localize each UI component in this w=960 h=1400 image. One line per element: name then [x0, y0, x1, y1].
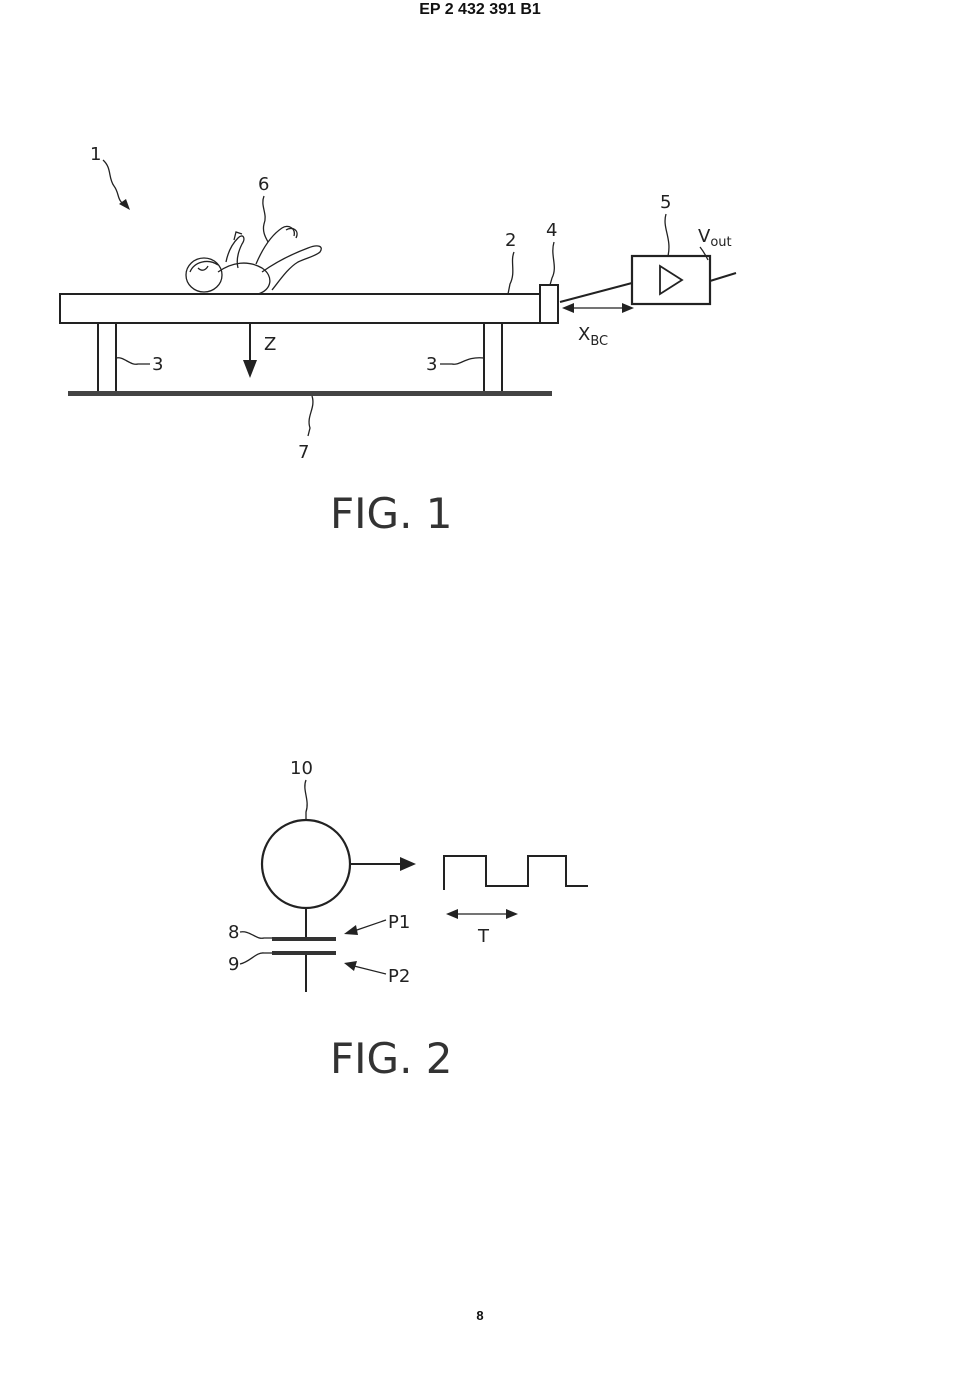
figure-2: 10 T 8 9 P1 P2 FIG. 2	[228, 758, 588, 1083]
label-plate-bottom: 9	[228, 954, 239, 975]
figure-1: 1 6 2 4 5 Vout	[59, 144, 737, 538]
mattress	[59, 293, 541, 324]
label-floor: 7	[298, 442, 309, 463]
support-right	[483, 322, 503, 394]
figure-1-caption: FIG. 1	[330, 489, 453, 538]
infant-figure	[185, 225, 322, 295]
support-left-pointer	[115, 357, 150, 365]
sensor-pointer	[549, 241, 555, 286]
system-pointer	[102, 159, 127, 207]
oscillator-circle	[260, 818, 352, 910]
figure-2-caption: FIG. 2	[330, 1034, 453, 1083]
period-arrow-head-left	[446, 909, 458, 919]
amplifier-output-wire	[709, 272, 737, 282]
page-number: 8	[476, 1308, 484, 1323]
floor-pointer	[307, 395, 314, 437]
label-system: 1	[90, 144, 101, 165]
document-number: EP 2 432 391 B1	[419, 1, 541, 18]
mattress-pointer	[507, 251, 515, 295]
infant-pointer	[262, 195, 269, 243]
p2-pointer	[353, 965, 387, 975]
label-plate-top: 8	[228, 922, 239, 943]
sensor-block	[539, 284, 559, 324]
plate-top-pointer	[239, 931, 272, 939]
oscillator-pointer	[304, 779, 308, 820]
period-arrow-head-right	[506, 909, 518, 919]
p1-arrowhead	[344, 925, 358, 935]
label-support-right: 3	[426, 354, 437, 375]
distance-arrow-head-right	[622, 303, 634, 313]
label-sensor: 4	[546, 220, 557, 241]
amplifier-pointer	[664, 213, 670, 257]
plate-bottom-pointer	[239, 952, 272, 965]
p2-arrowhead	[344, 961, 357, 971]
sensor-wire	[559, 282, 633, 303]
capacitor-plate-bottom	[272, 951, 336, 955]
label-amplifier: 5	[660, 192, 671, 213]
p1-pointer	[353, 919, 387, 932]
label-distance: XBC	[578, 324, 608, 349]
label-p1: P1	[388, 912, 410, 933]
amplifier-triangle-icon	[659, 264, 684, 296]
capacitor-plate-top	[272, 937, 336, 941]
label-p2: P2	[388, 966, 410, 987]
floor	[68, 391, 552, 396]
support-left	[97, 322, 117, 394]
z-axis-arrowhead	[243, 360, 257, 378]
system-pointer-head	[119, 199, 130, 210]
distance-arrow-head-left	[562, 303, 574, 313]
output-pointer	[699, 246, 709, 261]
support-right-pointer	[440, 357, 485, 365]
label-support-left: 3	[152, 354, 163, 375]
label-oscillator: 10	[290, 758, 313, 779]
label-mattress: 2	[505, 230, 516, 251]
oscillator-output-arrowhead	[400, 857, 416, 871]
label-period: T	[477, 926, 490, 947]
square-wave	[443, 855, 588, 890]
label-output: Vout	[698, 226, 732, 250]
label-infant: 6	[258, 174, 269, 195]
label-axis: Z	[264, 334, 276, 355]
